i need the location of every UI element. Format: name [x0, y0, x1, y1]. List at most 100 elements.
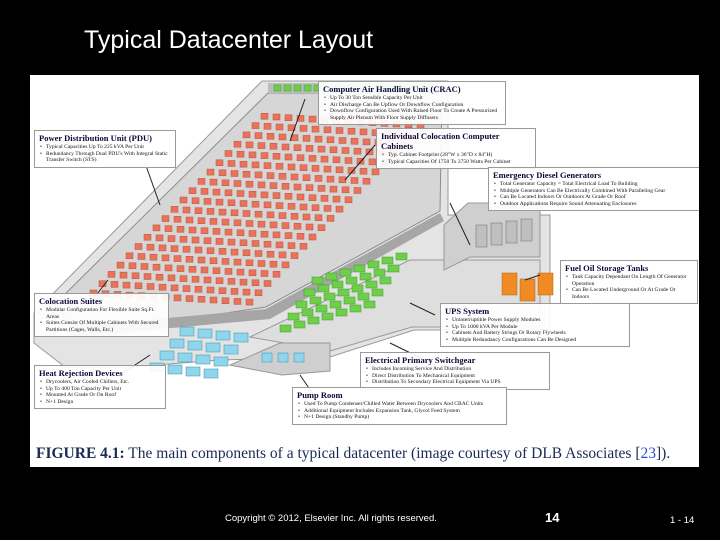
cabinet [251, 161, 260, 169]
cabinet [353, 147, 362, 155]
cabinet [314, 214, 323, 221]
cabinet [203, 276, 212, 284]
callout-item: Typical Capacities Of 1750 To 3750 Watts… [382, 159, 531, 166]
callout-item: Multiple Generators Can Be Electrically … [494, 188, 698, 195]
cabinet [137, 253, 146, 260]
cabinet [254, 289, 263, 297]
cabinet [197, 256, 206, 264]
callout-item: Used To Pump Condenser/Chilled Water Bet… [298, 401, 502, 408]
cabinet [149, 253, 158, 261]
cabinet [338, 176, 347, 184]
cabinet [230, 248, 239, 256]
cabinet [236, 268, 245, 276]
generator [475, 224, 488, 248]
cabinet [287, 203, 296, 210]
callout-fuel-tanks: Fuel Oil Storage Tanks Tank Capacity Dep… [560, 260, 698, 305]
cabinet [272, 270, 281, 278]
cabinet [317, 145, 326, 153]
ups-module [357, 292, 370, 301]
cabinet [122, 281, 131, 289]
cabinet [293, 144, 302, 151]
cabinet [275, 241, 284, 249]
cabinet [254, 250, 263, 257]
caption-reference-link[interactable]: 23 [640, 445, 657, 462]
caption-end: ]). [656, 445, 671, 462]
cabinet [281, 222, 290, 229]
cabinet [371, 168, 380, 176]
cabinet [335, 127, 344, 134]
callout-item: Modular Configuration For Flexible Suite… [40, 307, 164, 320]
callout-item: Tank Capacity Dependant On Length Of Gen… [566, 274, 693, 287]
crac-unit [303, 84, 312, 92]
cabinet [191, 197, 200, 204]
cabinet [287, 163, 296, 171]
cabinet [326, 136, 335, 144]
cabinet [167, 235, 176, 242]
callout-cabinets: Individual Colocation Computer Cabinets … [376, 128, 536, 170]
ups-module [351, 284, 364, 293]
pumps [261, 352, 305, 363]
callout-item: Can Be Located Underground Or At Grade O… [566, 287, 693, 300]
cabinet [296, 233, 305, 240]
cabinet [179, 236, 188, 243]
cabinet [368, 158, 377, 166]
cabinet [260, 113, 269, 120]
ups-module [367, 260, 380, 269]
cabinet [293, 223, 302, 230]
cabinet [305, 145, 314, 152]
cabinet [197, 217, 206, 224]
cabinet [329, 146, 338, 154]
cabinet [161, 215, 170, 222]
cabinet [254, 210, 263, 218]
cabinet [230, 170, 239, 177]
cabinet [344, 196, 353, 204]
cabinet [362, 138, 371, 146]
cabinet [173, 216, 182, 223]
cabinet [215, 238, 224, 245]
cabinet [236, 190, 245, 197]
cabinet [176, 265, 185, 272]
cabinet [173, 255, 182, 262]
cabinet [191, 276, 200, 283]
cabinet [242, 210, 251, 217]
cabinet [263, 240, 272, 248]
callout-item: Uninterruptible Power Supply Modules [446, 317, 625, 324]
cabinet [158, 244, 167, 252]
cabinet [281, 143, 290, 151]
cabinet [134, 243, 143, 250]
cabinet [191, 236, 200, 244]
cabinet [302, 213, 311, 221]
drycooler [167, 364, 183, 375]
callout-heading: Power Distribution Unit (PDU) [39, 133, 152, 143]
cabinet [218, 287, 227, 294]
cabinet [233, 258, 242, 266]
cabinet [239, 278, 248, 286]
cabinet [260, 191, 269, 199]
cabinet [245, 141, 254, 149]
cabinet [305, 223, 314, 231]
cabinet [335, 166, 344, 174]
callout-crac: Computer Air Handling Unit (CRAC) Up To … [318, 81, 506, 126]
callout-heading: Fuel Oil Storage Tanks [565, 263, 649, 273]
cabinet [209, 218, 218, 225]
cabinet [188, 266, 197, 273]
cabinet [170, 284, 179, 292]
cabinet [320, 155, 329, 163]
cabinet [251, 200, 260, 208]
cabinet [134, 282, 143, 290]
generator [505, 220, 518, 244]
generator [490, 222, 503, 246]
drycooler [205, 342, 221, 353]
cabinet [266, 172, 275, 179]
cabinet [173, 294, 182, 302]
crac-unit [273, 84, 282, 92]
callout-item: Total Generator Capacity = Total Electri… [494, 181, 698, 188]
cabinet [350, 137, 359, 145]
cabinet [269, 182, 278, 189]
cabinet [233, 298, 242, 305]
cabinet [299, 125, 308, 132]
cabinet [278, 173, 287, 180]
cabinet [200, 227, 209, 234]
ups-module [339, 268, 352, 277]
cabinet [311, 204, 320, 211]
